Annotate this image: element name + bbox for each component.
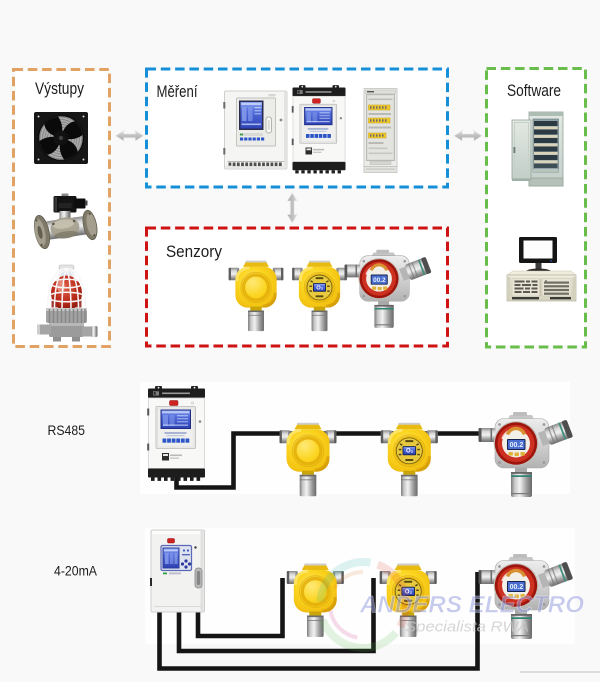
svg-text:Výstupy: Výstupy — [35, 80, 85, 98]
svg-text:Software: Software — [507, 82, 561, 100]
svg-text:Senzory: Senzory — [166, 243, 223, 261]
svg-text:RS485: RS485 — [48, 423, 86, 438]
svg-text:Měření: Měření — [157, 83, 198, 101]
svg-text:Specialista RWA: Specialista RWA — [405, 620, 529, 636]
svg-text:4-20mA: 4-20mA — [54, 564, 97, 579]
svg-text:ANDERS ELECTRO: ANDERS ELECTRO — [359, 592, 584, 619]
